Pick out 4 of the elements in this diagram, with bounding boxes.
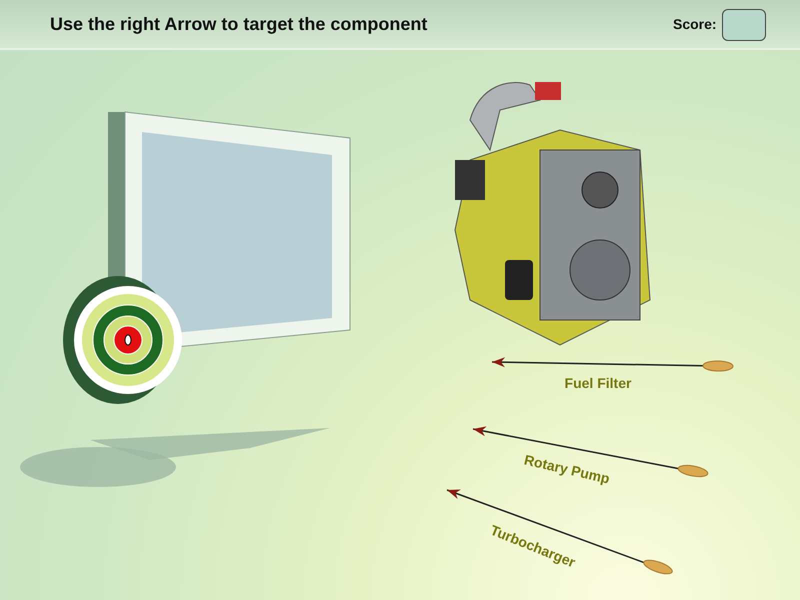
- score-label: Score:: [673, 16, 717, 32]
- arrow-label: Fuel Filter: [564, 375, 632, 391]
- page-title: Use the right Arrow to target the component: [50, 14, 428, 35]
- arrow-label: Rotary Pump: [522, 451, 612, 487]
